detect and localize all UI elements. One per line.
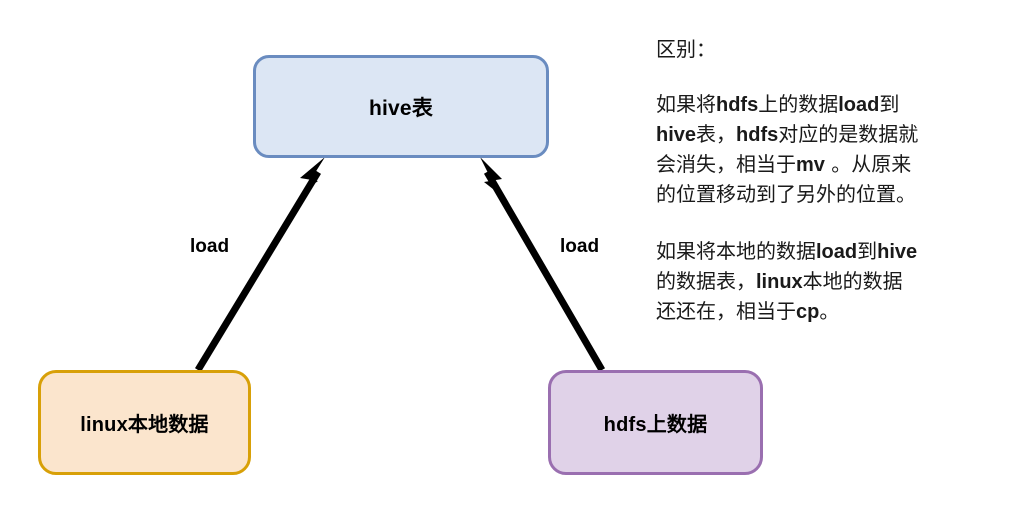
node-linux-local-data[interactable]: linux本地数据 — [38, 370, 251, 475]
notes-text: 还还在，相当于 — [656, 299, 796, 323]
notes-line: 还还在，相当于cp。 — [656, 297, 1006, 327]
notes-keyword: cp — [796, 301, 820, 323]
notes-line: hive表，hdfs对应的是数据就 — [656, 120, 1006, 150]
node-linux-local-data-label-han: 本地数据 — [127, 412, 209, 436]
node-hive-table-label-han: 表 — [411, 94, 434, 120]
notes-text: 。从原来 — [824, 152, 912, 176]
notes-text: 本地的数据 — [802, 269, 903, 293]
edge-linux-to-hive-arrowhead — [300, 157, 325, 192]
node-linux-local-data-label-latin: linux — [80, 414, 128, 436]
node-hdfs-data-label-han: 上数据 — [646, 412, 708, 436]
notes-line: 会消失，相当于mv 。从原来 — [656, 150, 1006, 180]
notes-keyword: hive — [877, 241, 918, 263]
notes-keyword: hive — [656, 124, 697, 146]
notes-heading: 区别： — [656, 37, 716, 61]
edge-linux-to-hive-line — [195, 170, 321, 372]
notes-text: 上的数据 — [758, 92, 839, 116]
notes-text: 到 — [879, 92, 900, 116]
notes-keyword: mv — [796, 154, 825, 176]
notes-text: 的位置移动到了另外的位置。 — [656, 182, 916, 206]
notes-line: 的数据表，linux本地的数据 — [656, 267, 1006, 297]
notes-text: 对应的是数据就 — [778, 122, 919, 146]
edge-linux-to-hive — [195, 157, 325, 372]
node-hdfs-data-label-latin: hdfs — [603, 414, 647, 436]
notes-keyword: linux — [756, 271, 803, 293]
node-hdfs-data[interactable]: hdfs上数据 — [548, 370, 763, 475]
notes-line: 的位置移动到了另外的位置。 — [656, 180, 1006, 209]
notes-text: 表， — [696, 122, 737, 146]
notes-text: 到 — [857, 239, 878, 263]
edge-label-load-left: load — [190, 236, 230, 257]
notes-keyword: hdfs — [736, 124, 779, 146]
notes-keyword: load — [838, 94, 880, 116]
notes-keyword: hdfs — [716, 94, 759, 116]
edge-hdfs-to-hive-line — [483, 170, 606, 372]
notes-line: 如果将hdfs上的数据load到 — [656, 90, 1006, 120]
notes-keyword: load — [816, 241, 858, 263]
notes-line: 如果将本地的数据load到hive — [656, 237, 1006, 267]
edge-hdfs-to-hive-arrowhead — [480, 157, 502, 193]
notes-text: 如果将 — [656, 92, 716, 116]
node-hdfs-data-label: hdfs上数据 — [604, 408, 708, 437]
edge-label-load-right: load — [560, 236, 600, 257]
node-hive-table-label: hive表 — [369, 92, 433, 122]
notes-text: 的数据表， — [656, 269, 756, 293]
notes-text: 如果将本地的数据 — [656, 239, 816, 263]
notes-text: 会消失，相当于 — [656, 152, 796, 176]
node-hive-table[interactable]: hive表 — [253, 55, 549, 158]
edge-hdfs-to-hive — [480, 157, 606, 372]
notes-text: 。 — [819, 299, 840, 323]
node-hive-table-label-latin: hive — [368, 96, 412, 120]
node-linux-local-data-label: linux本地数据 — [80, 408, 208, 437]
